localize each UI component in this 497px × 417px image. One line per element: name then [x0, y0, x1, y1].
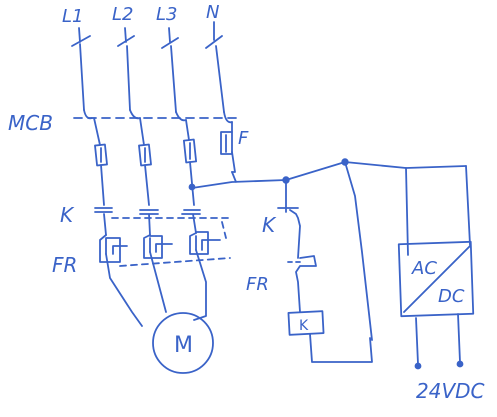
label-l2: L2	[112, 4, 133, 25]
label-k-ctrl: K	[262, 213, 277, 237]
wire-l1-mid	[93, 117, 105, 206]
fuse-f	[220, 131, 233, 155]
label-coil: K	[299, 318, 309, 334]
label-24vdc: 24VDC	[416, 379, 485, 403]
wire-n-mid	[231, 121, 236, 173]
mcb-curls	[83, 109, 233, 124]
overload-fr-main	[99, 231, 221, 263]
control-bus	[191, 161, 467, 189]
label-dc: DC	[438, 286, 465, 307]
acdc-diagonal	[403, 245, 471, 313]
label-l1: L1	[62, 6, 83, 27]
label-n: N	[206, 2, 219, 23]
wire-l1-top	[78, 27, 85, 111]
contactor-k-main	[94, 207, 201, 236]
coil-k-return	[309, 333, 373, 363]
wire-l2-mid	[139, 117, 150, 206]
acdc-converter	[397, 240, 475, 318]
wire-n-top	[213, 21, 225, 113]
label-ac: AC	[411, 258, 437, 279]
label-fr-main: FR	[52, 253, 77, 277]
output-terminal-neg	[414, 362, 422, 370]
converter-output	[415, 313, 461, 365]
wire-l3-top	[168, 27, 177, 113]
label-fuse: F	[238, 128, 249, 149]
label-l3: L3	[156, 4, 177, 25]
coil-k-box	[287, 310, 325, 336]
wire-l2-top	[124, 27, 131, 111]
bus-to-converter-top	[405, 165, 471, 256]
label-mcb: MCB	[8, 111, 53, 135]
label-k-main: K	[60, 203, 75, 227]
motor-symbol	[152, 312, 214, 374]
label-fr-ctrl: FR	[246, 274, 269, 295]
control-fr-contact	[295, 255, 317, 313]
overload-fr-dashed	[119, 221, 231, 267]
control-k-contact	[277, 179, 301, 259]
output-terminal-pos	[456, 360, 464, 368]
wire-l3-mid	[185, 119, 195, 206]
wiring	[71, 21, 475, 374]
top-switch-ticks	[71, 35, 223, 49]
fuse-l2	[138, 143, 152, 167]
labels-group: L1 L2 L3 N MCB F K FR K FR K M AC DC 24V…	[8, 2, 485, 403]
wire-junction3-down	[344, 161, 373, 341]
fuse-l1	[94, 143, 108, 167]
fuse-l3	[182, 138, 198, 164]
junction-1	[188, 183, 196, 191]
label-motor: M	[174, 333, 193, 358]
